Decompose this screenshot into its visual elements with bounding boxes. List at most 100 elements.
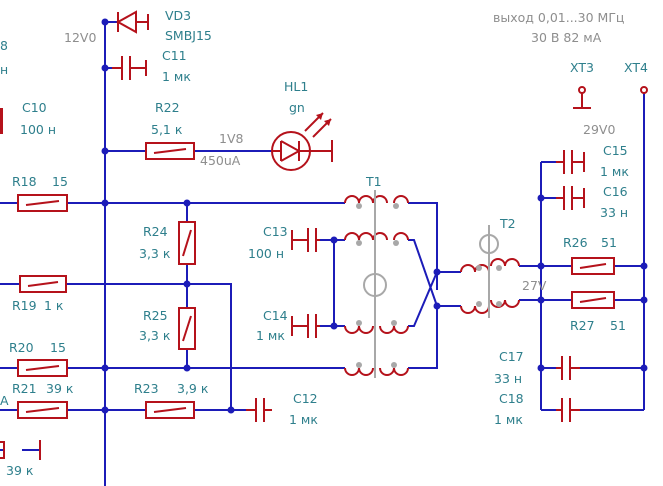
vd3-ref-label: VD3 [165,8,191,23]
c17-ref-label: C17 [499,349,524,364]
c14-value-label: 1 мк [256,328,285,343]
left-bottom-partial-symbol [0,440,41,460]
hl1-ref-label: HL1 [284,79,308,94]
output-spec-line2: 30 В 82 мА [531,30,602,45]
c17-value-label: 33 н [494,371,522,386]
net-1v8-label: 1V8 [219,131,244,146]
edge-label-h: н [0,62,8,77]
r26-value-label: 51 [601,235,617,250]
r24-ref-label: R24 [143,224,168,239]
r22-value-label: 5,1 к [151,122,183,137]
r21-resistor-symbol [17,401,68,419]
junction-dot [640,364,648,372]
xt4-terminal-symbol [640,86,648,94]
c13-ref-label: C13 [263,224,288,239]
net-12v0-label: 12V0 [64,30,96,45]
r20-resistor-symbol [17,359,68,377]
r23-resistor-symbol [145,401,195,419]
junction-dot [101,18,109,26]
r25-value-label: 3,3 к [139,328,171,343]
edge-label-8: 8 [0,38,8,53]
junction-dot [183,280,191,288]
c17-capacitor-symbol [556,356,580,380]
junction-dot [227,406,235,414]
t1-mid-wire [318,239,345,327]
junction-dot [101,406,109,414]
junction-dot [330,236,338,244]
c11-capacitor-symbol [112,56,147,80]
r20-value-label: 15 [50,340,66,355]
vd3-value-label: SMBJ15 [165,28,212,43]
junction-dot [101,147,109,155]
xt4-ref-label: XT4 [624,60,648,75]
r27-ref-label: R27 [570,318,595,333]
c10-capacitor-partial [0,108,3,134]
c11-ref-label: C11 [162,48,187,63]
r22-ref-label: R22 [155,100,180,115]
junction-dot [433,268,441,276]
c14-ref-label: C14 [263,308,288,323]
c11-value-label: 1 мк [162,69,191,84]
junction-dot [640,296,648,304]
r27-resistor-symbol [571,291,615,309]
hl1-led-symbol [271,112,333,171]
r27-value-label: 51 [610,318,626,333]
r19-value-label: 1 к [44,298,64,313]
r19-ref-label: R19 [12,298,37,313]
c10-ref-label: C10 [22,100,47,115]
hl1-value-label: gn [289,100,305,115]
t2-ref-label: T2 [499,216,516,231]
net-450ua-label: 450uA [200,153,241,168]
junction-dot [101,364,109,372]
junction-dot [537,262,545,270]
c18-capacitor-symbol [556,398,580,422]
r23-value-label: 3,9 к [177,381,209,396]
vd3-diode-symbol [115,10,149,34]
junction-dot [640,262,648,270]
c18-value-label: 1 мк [494,412,523,427]
junction-dot [101,64,109,72]
t1-cross-wire [408,239,438,327]
wires [0,21,645,486]
c16-capacitor-symbol [556,186,585,210]
junction-dot [537,364,545,372]
c18-ref-label: C18 [499,391,524,406]
r26-resistor-symbol [571,257,615,275]
t2-r26-r27-wire [519,265,644,301]
t1-ref-label: T1 [365,174,382,189]
output-spec-line1: выход 0,01...30 МГц [493,10,624,25]
r23-ref-label: R23 [134,381,159,396]
edge-label-a: A [0,393,9,408]
c12-value-label: 1 мк [289,412,318,427]
t2-transformer-symbol [460,225,520,318]
c15-value-label: 1 мк [600,164,629,179]
r18-resistor-symbol [17,194,68,212]
c15-ref-label: C15 [603,143,628,158]
r19-resistor-symbol [19,275,67,293]
c12-ref-label: C12 [293,391,318,406]
c16-ref-label: C16 [603,184,628,199]
left-bottom-value-label: 39 к [6,463,34,478]
junction-dot [183,199,191,207]
c17-c18-wire [541,367,644,411]
junction-dot [537,194,545,202]
r21-value-label: 39 к [46,381,74,396]
r26-ref-label: R26 [563,235,588,250]
r21-ref-label: R21 [12,381,37,396]
r20-t1-wire [0,306,438,369]
c16-value-label: 33 н [600,205,628,220]
c10-value-label: 100 н [20,122,56,137]
r25-resistor-symbol [178,307,196,350]
t1-transformer-symbol [344,190,409,378]
c13-capacitor-symbol [291,228,320,252]
junction-dot [537,296,545,304]
c13-value-label: 100 н [248,246,284,261]
r24-value-label: 3,3 к [139,246,171,261]
junctions [101,18,648,414]
junction-dot [101,199,109,207]
r25-ref-label: R25 [143,308,168,323]
c14-capacitor-symbol [291,314,320,338]
junction-dot [183,364,191,372]
